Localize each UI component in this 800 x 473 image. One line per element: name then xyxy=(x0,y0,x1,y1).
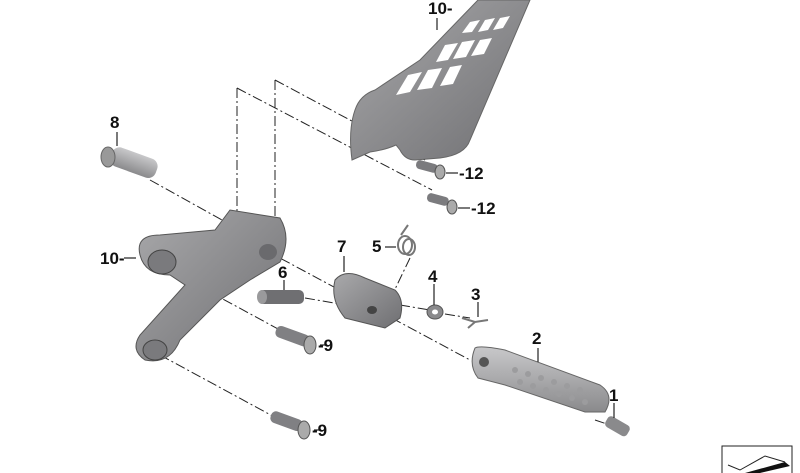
pin-6-part xyxy=(258,290,304,304)
bolt-8-part xyxy=(100,146,158,179)
callout-9a: -9 xyxy=(318,336,334,355)
isometric-view-icon[interactable] xyxy=(721,445,793,473)
screw-9-parts xyxy=(270,325,317,440)
callout-5: 5 xyxy=(372,237,382,256)
leader-lines xyxy=(116,18,615,431)
callout-9b: -9 xyxy=(312,421,328,440)
footrest-bracket-part xyxy=(135,209,287,362)
callout-3: 3 xyxy=(471,285,481,304)
spring-5-part xyxy=(397,224,416,256)
callout-6: 6 xyxy=(278,263,288,282)
footpeg-2-part xyxy=(471,346,610,413)
callout-4: 4 xyxy=(428,267,438,286)
footpeg-pin-1-part xyxy=(605,416,630,437)
callout-12a: -12 xyxy=(459,164,484,183)
callout-1: 1 xyxy=(609,386,619,405)
screw-12-parts xyxy=(415,160,458,215)
callout-10: 10- xyxy=(100,249,125,268)
callout-11: 10- xyxy=(428,0,453,18)
callout-8: 8 xyxy=(110,113,120,132)
heel-guard-part xyxy=(350,0,531,161)
callout-7: 7 xyxy=(337,237,347,256)
callout-12b: -12 xyxy=(471,199,496,218)
clevis-7-part xyxy=(333,273,403,329)
callout-2: 2 xyxy=(532,329,542,348)
split-pin-3-part xyxy=(461,317,489,329)
